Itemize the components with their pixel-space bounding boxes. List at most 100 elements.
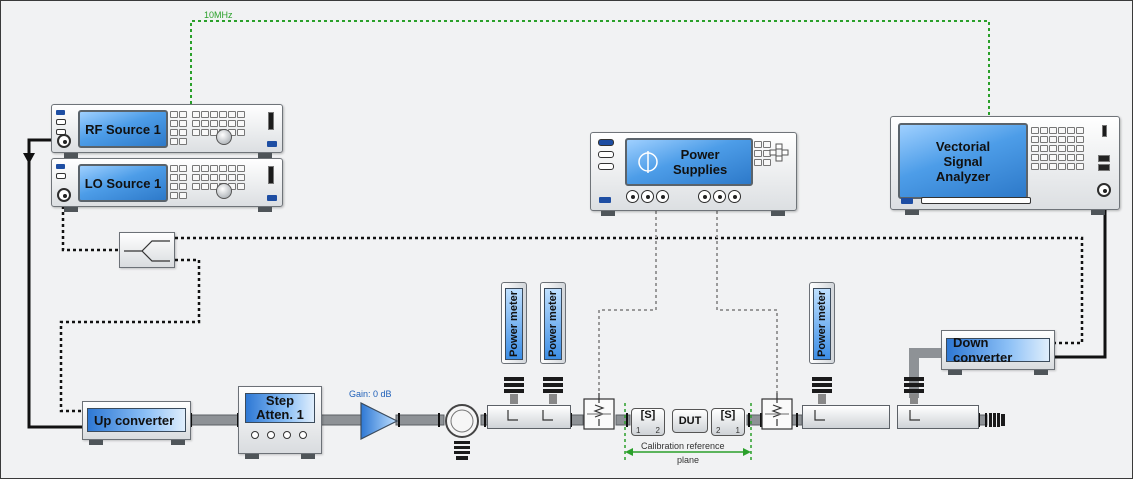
- vsa-line1: Vectorial: [935, 138, 991, 154]
- softkey[interactable]: [56, 119, 66, 125]
- power-meter-3[interactable]: Power meter: [809, 282, 835, 364]
- vsa-instrument[interactable]: Vectorial Signal Analyzer: [890, 116, 1120, 215]
- attenuator-button[interactable]: [267, 431, 275, 439]
- step-atten-line1: Step: [265, 393, 295, 408]
- softkey-column[interactable]: [170, 111, 187, 145]
- cable-segment: [187, 414, 239, 426]
- s-param-left-label: [S]: [640, 409, 656, 421]
- directional-coupler-1[interactable]: [487, 405, 571, 429]
- step-attenuator-box[interactable]: Step Atten. 1: [238, 386, 322, 459]
- sensor-stack-2: [543, 377, 563, 404]
- sensor-stack-1: [504, 377, 524, 404]
- output-terminal[interactable]: [713, 190, 726, 203]
- vsa-to-downconverter-cable: [1054, 197, 1107, 359]
- card-slot: [1102, 125, 1107, 137]
- menu-button[interactable]: [598, 163, 614, 170]
- lo-source-label: LO Source 1: [84, 175, 162, 191]
- bias-tee-left: [583, 393, 615, 430]
- function-bar[interactable]: [921, 197, 1031, 204]
- power-meter-2-label: Power meter: [547, 290, 559, 358]
- power-button[interactable]: [267, 195, 277, 201]
- probe-connector: [1098, 155, 1110, 162]
- cable-segment: [320, 414, 362, 426]
- amplifier-gain-label: Gain: 0 dB: [349, 389, 392, 399]
- vsa-line3: Analyzer: [935, 168, 991, 184]
- rf-output-port[interactable]: [57, 134, 71, 148]
- rf-source-label: RF Source 1: [85, 121, 161, 137]
- power-supplies-line2: Supplies: [673, 162, 728, 177]
- power-meter-2[interactable]: Power meter: [540, 282, 566, 364]
- up-converter-box[interactable]: Up converter: [82, 401, 191, 445]
- s-param-left-port-a: 1: [636, 426, 641, 435]
- output-terminal[interactable]: [626, 190, 639, 203]
- power-meter-1[interactable]: Power meter: [501, 282, 527, 364]
- power-button[interactable]: [901, 198, 913, 204]
- lo-source-screen: LO Source 1: [78, 164, 168, 202]
- coupler-icon: [814, 410, 825, 421]
- splitter-to-downconverter-line: [175, 236, 1084, 345]
- output-terminal[interactable]: [698, 190, 711, 203]
- bias-tee-right: [761, 393, 793, 430]
- output-terminal[interactable]: [656, 190, 669, 203]
- status-led: [56, 164, 65, 169]
- s-param-left[interactable]: [S] 1 2: [631, 408, 665, 436]
- rf-source-instrument[interactable]: RF Source 1: [51, 104, 283, 158]
- numeric-keypad[interactable]: [192, 165, 245, 190]
- power-meter-1-label: Power meter: [508, 290, 520, 358]
- dc-line-left: [598, 199, 657, 393]
- coupler-icon: [909, 410, 920, 421]
- isolator-symbol: [445, 404, 479, 438]
- s-param-right-port-b: 1: [735, 426, 740, 435]
- power-button[interactable]: [599, 197, 611, 203]
- arrow-marker: [23, 153, 35, 164]
- attenuator-button[interactable]: [283, 431, 291, 439]
- rotary-knob[interactable]: [216, 183, 232, 199]
- termination-load: [989, 413, 1005, 427]
- s-param-right[interactable]: [S] 2 1: [711, 408, 745, 436]
- dc-line-right: [716, 199, 778, 393]
- softkey-column[interactable]: [754, 141, 771, 166]
- arrowhead-left: [625, 448, 633, 456]
- cable-segment: [791, 414, 803, 426]
- output-terminal[interactable]: [641, 190, 654, 203]
- cable-segment: [746, 414, 762, 426]
- card-slot: [268, 112, 274, 130]
- dut-block[interactable]: DUT: [672, 409, 708, 433]
- cable-segment: [615, 414, 631, 426]
- rf-source-screen: RF Source 1: [78, 110, 168, 148]
- power-supplies-line1: Power: [680, 147, 720, 162]
- softkey-column[interactable]: [170, 165, 187, 199]
- dc-source-icon: [638, 151, 658, 173]
- power-meter-3-label: Power meter: [816, 290, 828, 358]
- lo-source-instrument[interactable]: LO Source 1: [51, 158, 283, 212]
- down-converter-label: Down converter: [946, 335, 1050, 365]
- cable-segment: [395, 414, 445, 426]
- reference-10mhz-line: [190, 20, 990, 116]
- isolator-stack: [454, 441, 470, 460]
- amplifier-symbol: [360, 402, 399, 440]
- directional-coupler-2[interactable]: [802, 405, 890, 429]
- menu-button[interactable]: [598, 151, 614, 158]
- softkey[interactable]: [56, 173, 66, 179]
- s-param-left-port-b: 2: [655, 426, 660, 435]
- directional-coupler-3[interactable]: [897, 405, 979, 429]
- arrow-keys-icon[interactable]: [769, 143, 789, 163]
- arrowhead-right: [743, 448, 751, 456]
- rf-input-port[interactable]: [1097, 183, 1111, 197]
- output-terminal[interactable]: [728, 190, 741, 203]
- attenuator-button[interactable]: [251, 431, 259, 439]
- probe-connector: [1098, 164, 1110, 171]
- dut-label: DUT: [678, 415, 702, 427]
- lo-output-port[interactable]: [57, 188, 71, 202]
- rotary-knob[interactable]: [216, 129, 232, 145]
- vsa-keypad[interactable]: [1031, 127, 1084, 170]
- power-splitter[interactable]: [119, 232, 175, 268]
- power-button[interactable]: [267, 141, 277, 147]
- attenuator-button[interactable]: [299, 431, 307, 439]
- down-converter-box[interactable]: Down converter: [941, 330, 1055, 375]
- vsa-line2: Signal: [943, 153, 983, 169]
- calibration-label-line2: plane: [677, 455, 700, 465]
